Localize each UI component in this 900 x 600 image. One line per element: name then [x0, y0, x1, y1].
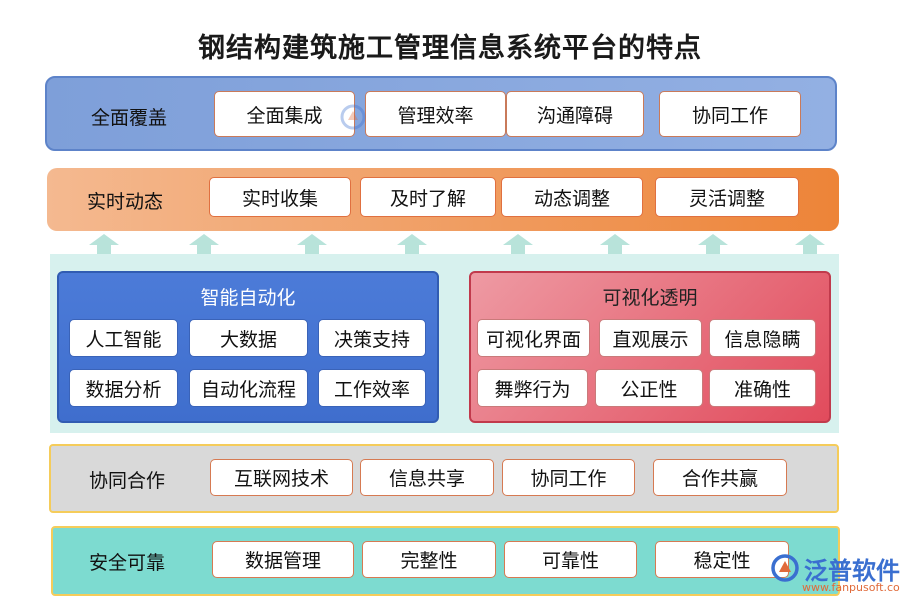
feature-chip: 完整性: [362, 541, 496, 578]
feature-chip: 管理效率: [365, 91, 506, 137]
logo-url: www.fanpusoft.com: [802, 581, 900, 594]
feature-chip: 直观展示: [599, 319, 702, 357]
feature-chip: 自动化流程: [189, 369, 308, 407]
feature-chip: 舞弊行为: [477, 369, 588, 407]
feature-chip: 可靠性: [504, 541, 637, 578]
box-visual-transparency: 可视化透明 可视化界面 直观展示 信息隐瞒 舞弊行为 公正性 准确性: [469, 271, 831, 423]
band-realtime: 实时动态 实时收集 及时了解 动态调整 灵活调整: [47, 168, 839, 231]
band-label: 协同合作: [89, 470, 166, 492]
feature-chip: 协同工作: [659, 91, 801, 137]
logo-text: 泛普软件: [804, 557, 900, 585]
feature-chip: 信息共享: [360, 459, 494, 496]
feature-chip: 人工智能: [69, 319, 178, 357]
up-arrow-icon: [189, 234, 219, 256]
feature-chip: 动态调整: [501, 177, 643, 217]
feature-chip: 公正性: [595, 369, 703, 407]
feature-chip: 可视化界面: [477, 319, 590, 357]
box-intelligent-automation: 智能自动化 人工智能 大数据 决策支持 数据分析 自动化流程 工作效率: [57, 271, 439, 423]
feature-chip: 稳定性: [655, 541, 789, 578]
band-collaboration: 协同合作 互联网技术 信息共享 协同工作 合作共赢: [49, 444, 839, 513]
box-title: 可视化透明: [602, 287, 698, 309]
up-arrow-icon: [795, 234, 825, 256]
brand-logo: 泛普软件 www.fanpusoft.com: [768, 551, 900, 600]
up-arrow-icon: [600, 234, 630, 256]
band-comprehensive: 全面覆盖 全面集成 管理效率 沟通障碍 协同工作: [45, 76, 837, 151]
band-label: 安全可靠: [89, 552, 166, 574]
feature-chip: 协同工作: [502, 459, 635, 496]
feature-chip: 沟通障碍: [506, 91, 644, 137]
watermark-icon: [340, 104, 366, 130]
box-title: 智能自动化: [200, 287, 296, 309]
feature-chip: 数据分析: [69, 369, 178, 407]
feature-chip: 准确性: [709, 369, 816, 407]
feature-chip: 灵活调整: [655, 177, 799, 217]
feature-chip: 大数据: [189, 319, 308, 357]
page-title: 钢结构建筑施工管理信息系统平台的特点: [198, 33, 702, 64]
feature-chip: 及时了解: [360, 177, 496, 217]
up-arrow-icon: [503, 234, 533, 256]
band-label: 全面覆盖: [91, 107, 168, 129]
up-arrow-icon: [89, 234, 119, 256]
band-label: 实时动态: [87, 191, 164, 213]
fanpu-logo-icon: [770, 553, 800, 583]
feature-chip: 信息隐瞒: [709, 319, 816, 357]
up-arrow-icon: [297, 234, 327, 256]
up-arrow-icon: [397, 234, 427, 256]
up-arrow-icon: [698, 234, 728, 256]
feature-chip: 全面集成: [214, 91, 355, 137]
feature-chip: 互联网技术: [210, 459, 353, 496]
band-security: 安全可靠 数据管理 完整性 可靠性 稳定性: [51, 526, 840, 596]
feature-chip: 实时收集: [209, 177, 351, 217]
feature-chip: 决策支持: [318, 319, 426, 357]
feature-chip: 合作共赢: [653, 459, 787, 496]
feature-chip: 工作效率: [318, 369, 426, 407]
feature-chip: 数据管理: [212, 541, 354, 578]
